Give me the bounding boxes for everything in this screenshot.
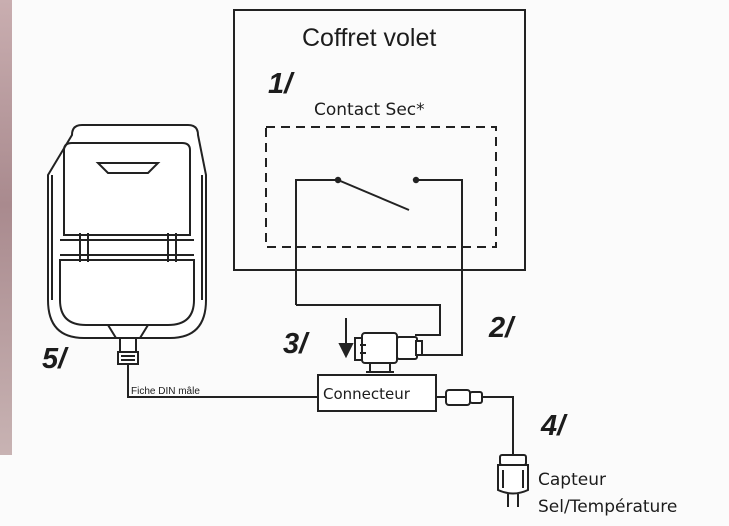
step-number-1: 1/: [268, 68, 293, 100]
sensor-label-line1: Capteur: [538, 470, 606, 490]
din-plug-label: Fiche DIN mâle: [131, 386, 200, 397]
contact-sec-dashed-box: [265, 126, 497, 248]
step-number-4: 4/: [541, 410, 566, 442]
connecteur-box: [317, 374, 437, 412]
electrolyser-device: [47, 124, 207, 339]
step-number-5: 5/: [42, 343, 67, 375]
coffret-volet-title: Coffret volet: [302, 24, 437, 52]
dry-contact-switch: [295, 179, 463, 356]
connecteur-label: Connecteur: [323, 385, 410, 403]
din-plug: [117, 337, 139, 375]
background-photo-edge: [0, 0, 12, 455]
contact-sec-label: Contact Sec*: [314, 100, 425, 120]
coffret-volet-box: [233, 9, 526, 271]
plug-connector: [354, 332, 423, 373]
probe-cable: [436, 389, 514, 455]
step-number-2: 2/: [489, 312, 514, 344]
sensor-label-line2: Sel/Température: [538, 497, 678, 517]
insert-arrow: [338, 318, 354, 359]
probe-sensor: [497, 454, 529, 507]
step-number-3: 3/: [283, 328, 308, 360]
switch-contact-right: [412, 176, 420, 184]
din-cable: [127, 375, 318, 398]
switch-contact-left: [334, 176, 342, 184]
